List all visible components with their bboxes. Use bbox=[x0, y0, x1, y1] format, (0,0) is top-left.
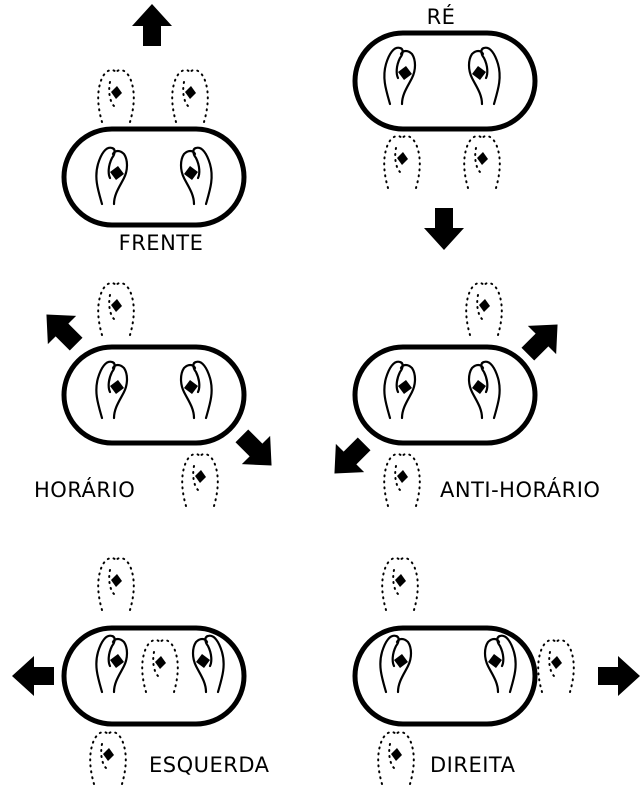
panel-forward: FRENTE bbox=[64, 4, 244, 255]
label-forward: FRENTE bbox=[119, 231, 204, 255]
ghost-hand-left bbox=[384, 454, 420, 506]
arrow-right-icon bbox=[598, 656, 640, 696]
ghost-hand-left bbox=[382, 558, 418, 610]
ghost-hand-left bbox=[98, 283, 134, 335]
ghost-hand-bottom bbox=[90, 732, 126, 784]
label-reverse: RÉ bbox=[427, 4, 456, 29]
ghost-hand-right bbox=[464, 136, 500, 188]
controller-pad bbox=[64, 129, 244, 225]
ghost-hand-bottom bbox=[378, 732, 414, 784]
arrow-left-icon bbox=[12, 656, 54, 696]
arrow-down-left-icon bbox=[320, 430, 378, 488]
controller-pad bbox=[64, 347, 244, 443]
panel-clockwise: HORÁRIO bbox=[32, 283, 285, 506]
label-right: DIREITA bbox=[430, 753, 516, 777]
ghost-hand-right bbox=[182, 454, 218, 506]
ghost-hand-left bbox=[98, 70, 134, 122]
label-clockwise: HORÁRIO bbox=[34, 477, 135, 502]
panel-left: ESQUERDA bbox=[12, 558, 270, 784]
ghost-hand-left bbox=[98, 558, 134, 610]
ghost-hand-left bbox=[384, 136, 420, 188]
panel-right: DIREITA bbox=[355, 558, 640, 784]
ghost-hand-right bbox=[538, 640, 574, 692]
controller-pad bbox=[355, 347, 535, 443]
ghost-hand-right bbox=[466, 283, 502, 335]
arrow-down-right-icon bbox=[228, 422, 286, 480]
panel-reverse: RÉ bbox=[355, 4, 535, 250]
label-left: ESQUERDA bbox=[149, 753, 270, 777]
controller-pad bbox=[355, 33, 535, 129]
label-counterclockwise: ANTI-HORÁRIO bbox=[440, 477, 600, 502]
ghost-hand-right bbox=[172, 70, 208, 122]
panel-counterclockwise: ANTI-HORÁRIO bbox=[320, 283, 600, 506]
arrow-up-icon bbox=[132, 4, 172, 46]
arrow-down-icon bbox=[424, 208, 464, 250]
arrow-up-left-icon bbox=[32, 300, 90, 358]
